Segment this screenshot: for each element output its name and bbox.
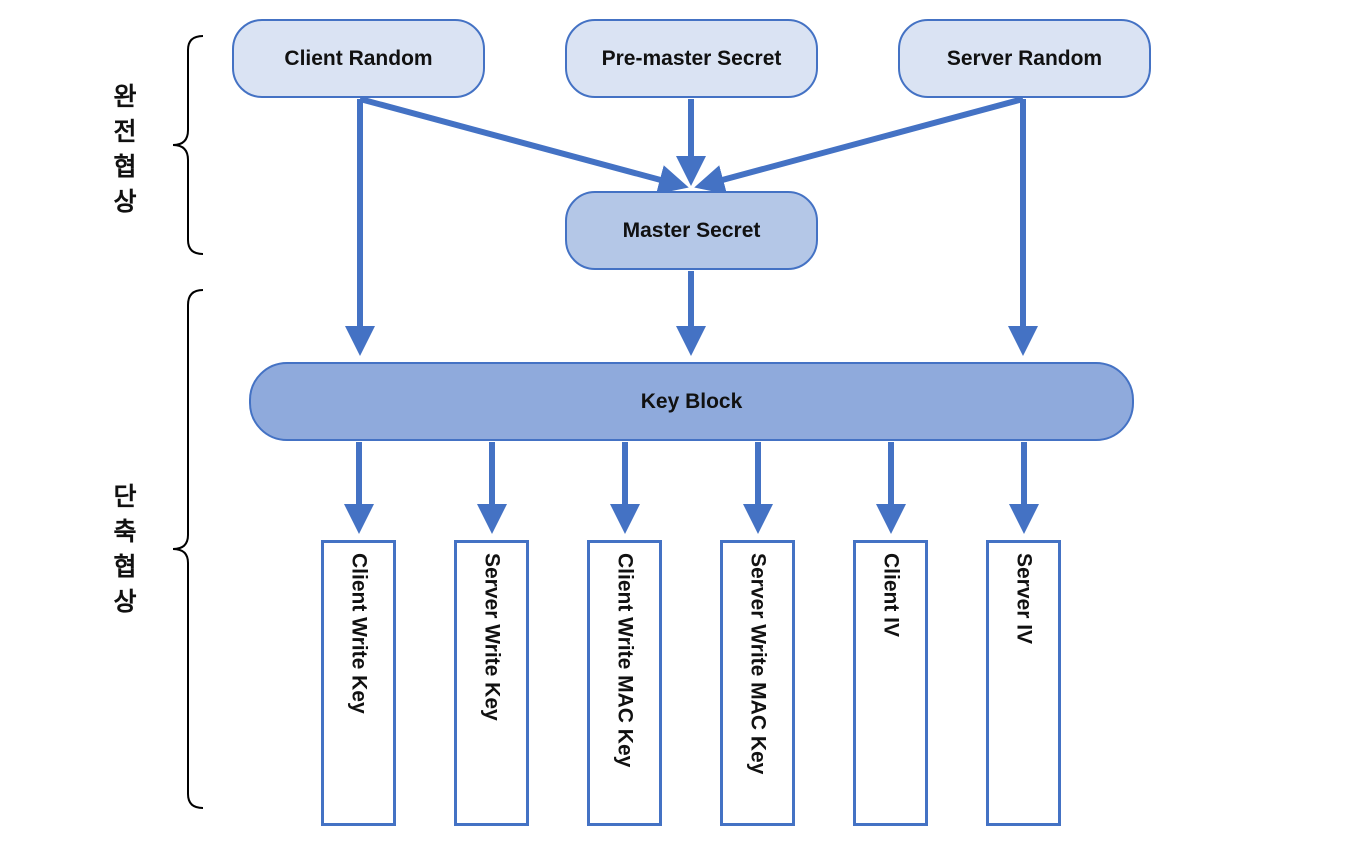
server-random-label: Server Random (946, 46, 1103, 70)
client-write-mac-key-label: Client Write MAC Key (613, 553, 637, 768)
key-block-label: Key Block (640, 389, 743, 413)
client-random-label: Client Random (284, 46, 433, 70)
master-secret-node: Master Secret (565, 191, 818, 270)
abbreviated-handshake-label: 단축협상 (113, 483, 137, 616)
server-write-mac-key-label: Server Write MAC Key (746, 553, 770, 775)
arrow-server-random-to-master (694, 96, 1024, 195)
full-handshake-brace (172, 35, 204, 255)
pre-master-secret-node: Pre-master Secret (565, 19, 818, 98)
master-secret-label: Master Secret (622, 218, 761, 242)
server-random-node: Server Random (898, 19, 1151, 98)
server-write-mac-key-box: Server Write MAC Key (720, 540, 795, 826)
client-iv-box: Client IV (853, 540, 928, 826)
client-write-mac-key-box: Client Write MAC Key (587, 540, 662, 826)
server-write-key-label: Server Write Key (480, 553, 504, 721)
server-iv-label: Server IV (1012, 553, 1036, 645)
arrow-client-random-to-master (359, 96, 689, 195)
client-write-key-label: Client Write Key (347, 553, 371, 714)
key-block-node: Key Block (249, 362, 1134, 441)
abbreviated-handshake-brace (172, 289, 204, 809)
server-iv-box: Server IV (986, 540, 1061, 826)
server-write-key-box: Server Write Key (454, 540, 529, 826)
client-write-key-box: Client Write Key (321, 540, 396, 826)
client-random-node: Client Random (232, 19, 485, 98)
client-iv-label: Client IV (879, 553, 903, 638)
pre-master-secret-label: Pre-master Secret (601, 46, 782, 70)
full-handshake-label: 완전협상 (113, 83, 137, 216)
